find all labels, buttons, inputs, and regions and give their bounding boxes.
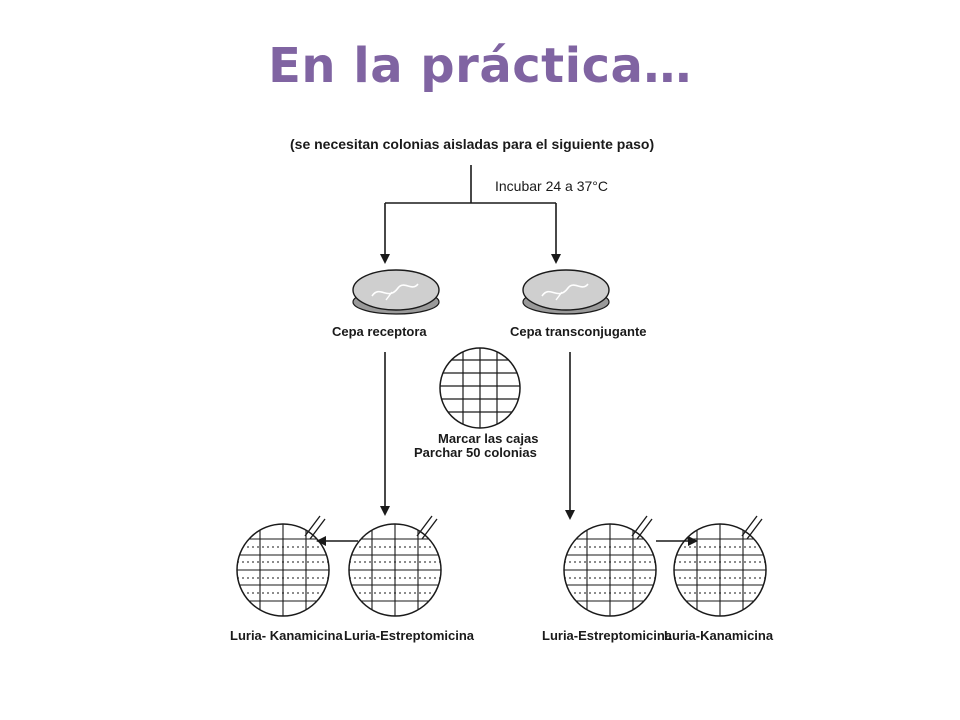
recipient-strain-plate [352, 269, 440, 315]
patch-colonies-label: Parchar 50 colonias [414, 445, 537, 460]
plate-label-4: Luria-Kanamicina [664, 628, 774, 643]
luria-kanamycin-plate-right [673, 515, 767, 617]
incubation-step-label: Incubar 24 a 37°C [495, 178, 608, 194]
luria-streptomycin-plate-right [563, 515, 657, 617]
transconjugant-strain-label: Cepa transconjugante [510, 324, 647, 339]
slide-title: En la práctica… [268, 38, 692, 94]
isolated-colonies-note: (se necesitan colonias aisladas para el … [290, 136, 654, 152]
marked-grid-plate [439, 347, 521, 429]
recipient-strain-label: Cepa receptora [332, 324, 427, 339]
luria-kanamycin-plate-left [236, 515, 330, 617]
plate-label-1: Luria- Kanamicina [230, 628, 343, 643]
luria-streptomycin-plate-left [348, 515, 442, 617]
plate-label-2: Luria-Estreptomicina [344, 628, 475, 643]
transconjugant-strain-plate [522, 269, 610, 315]
mark-boxes-label: Marcar las cajas [438, 431, 538, 446]
plate-label-3: Luria-Estreptomicina [542, 628, 673, 643]
incubation-branch [380, 165, 561, 264]
